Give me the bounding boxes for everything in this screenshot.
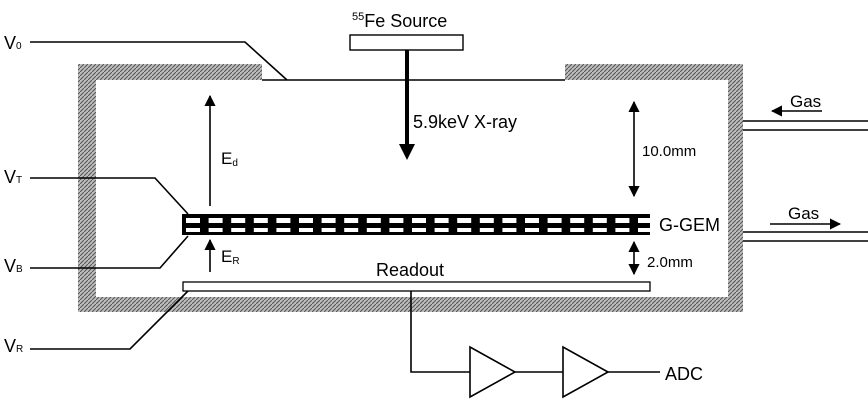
v0-wire xyxy=(30,41,288,81)
gem-hole xyxy=(434,228,449,232)
gem-hole xyxy=(276,228,291,232)
vt-label: VT xyxy=(4,167,22,187)
gem-hole xyxy=(592,228,607,232)
xray-arrow xyxy=(399,50,415,160)
gem-hole xyxy=(208,228,223,232)
gem-hole xyxy=(434,218,449,223)
gem-hole xyxy=(412,218,426,223)
gem-hole xyxy=(570,228,585,232)
gem-hole xyxy=(344,228,359,232)
gem-hole xyxy=(525,228,539,232)
gas-inlet-label: Gas xyxy=(790,92,821,111)
gem-hole xyxy=(502,228,517,232)
gem-hole xyxy=(253,228,268,232)
preamplifier xyxy=(469,345,517,399)
gem-hole xyxy=(570,218,585,223)
gem-hole xyxy=(457,218,472,223)
gem-hole xyxy=(253,218,268,223)
gem-hole xyxy=(366,218,381,223)
gem-hole xyxy=(457,228,472,232)
gas-inlet xyxy=(743,105,868,131)
gem-hole xyxy=(321,218,336,223)
signal-wire xyxy=(410,291,470,373)
gem-hole xyxy=(615,218,630,223)
gem-hole xyxy=(389,228,404,232)
gem-hole xyxy=(186,228,200,232)
gem-hole xyxy=(525,218,539,223)
fe-source-plate xyxy=(349,34,464,51)
gem-hole xyxy=(479,228,494,232)
gem-hole xyxy=(208,218,223,223)
gem-hole xyxy=(231,218,246,223)
gas-outlet xyxy=(743,218,868,242)
gem-hole xyxy=(299,218,313,223)
shaping-amplifier xyxy=(562,345,610,399)
gem-hole xyxy=(592,218,607,223)
gem-hole xyxy=(638,228,652,232)
drift-gap-label: 10.0mm xyxy=(642,143,696,160)
readout-field-label: ER xyxy=(221,247,240,267)
gem-hole xyxy=(479,218,494,223)
readout-label: Readout xyxy=(376,260,444,280)
gem-hole xyxy=(366,228,381,232)
gem-hole xyxy=(547,218,562,223)
xray-label: 5.9keV X-ray xyxy=(413,112,517,132)
vr-label: VR xyxy=(4,336,23,356)
vr-wire xyxy=(30,288,191,350)
gem-label: G-GEM xyxy=(659,215,720,235)
gas-outlet-label: Gas xyxy=(788,204,819,223)
gem-hole xyxy=(412,228,426,232)
vt-wire xyxy=(30,177,189,215)
v0-label: V0 xyxy=(4,33,22,53)
gem-hole xyxy=(638,218,652,223)
drift-field-label: Ed xyxy=(221,149,238,169)
fe-source-label: 55Fe Source xyxy=(352,11,447,31)
gem-hole xyxy=(276,218,291,223)
gem-hole xyxy=(502,218,517,223)
gem-hole xyxy=(186,218,200,223)
vb-wire xyxy=(30,235,189,269)
induction-gap-label: 2.0mm xyxy=(647,254,693,271)
readout-plane xyxy=(182,281,651,292)
gem-hole xyxy=(321,228,336,232)
adc-label: ADC xyxy=(665,364,703,384)
gem-foil xyxy=(182,214,652,235)
gem-hole xyxy=(547,228,562,232)
gem-hole xyxy=(231,228,246,232)
gem-hole xyxy=(299,228,313,232)
gem-hole xyxy=(389,218,404,223)
gem-hole xyxy=(344,218,359,223)
gem-hole xyxy=(615,228,630,232)
vb-label: VB xyxy=(4,256,23,276)
